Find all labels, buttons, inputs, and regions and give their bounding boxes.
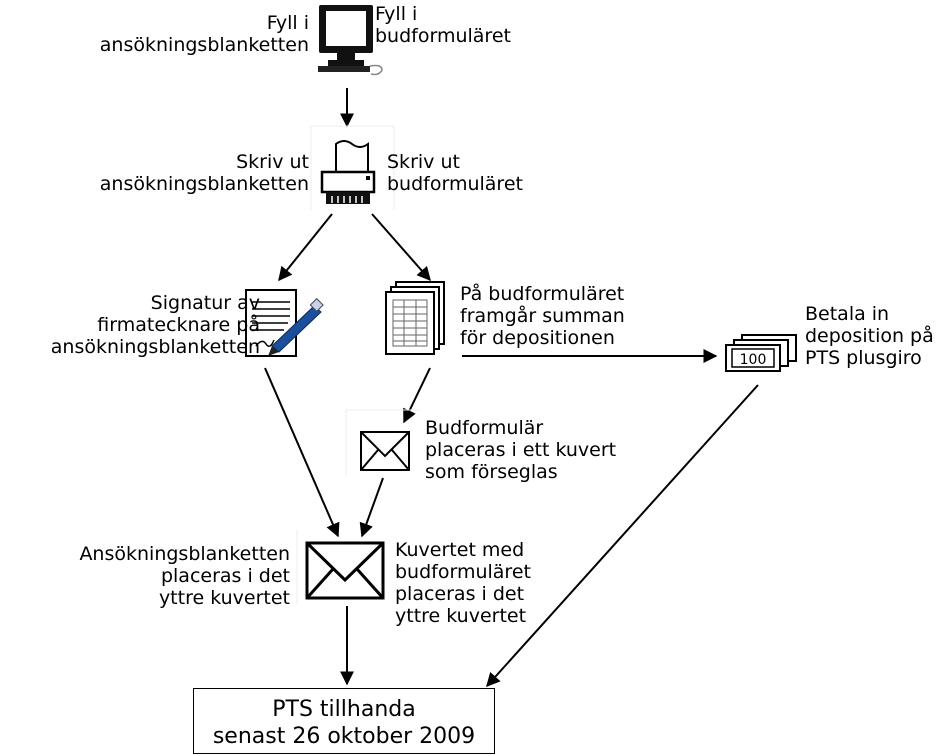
outer-envelope-right-label: Kuvertet med budformuläret placeras i de…: [395, 539, 531, 627]
print-application-label: Skriv ut ansökningsblanketten: [99, 151, 309, 195]
arrow-printer-to-budform: [371, 213, 431, 282]
fill-application-label: Fyll i ansökningsblanketten: [99, 12, 309, 56]
arrow-payment-to-final: [486, 384, 759, 688]
pen-icon: [268, 297, 324, 356]
arrow-envelope-to-outer-envelope: [359, 477, 384, 538]
form-pages-icon: [385, 281, 445, 355]
final-deadline-box: PTS tillhanda senast 26 oktober 2009: [193, 688, 495, 754]
arrow-signature-to-outer-envelope: [264, 367, 340, 538]
banknotes-icon: 100: [725, 334, 797, 372]
signed-document-icon: [245, 289, 324, 357]
final-deadline: senast 26 oktober 2009: [212, 724, 476, 749]
print-bid-form-label: Skriv ut budformuläret: [387, 151, 523, 195]
final-title: PTS tillhanda: [272, 697, 416, 722]
outer-envelope-icon: [305, 541, 385, 600]
fill-bid-form-label: Fyll i budformuläret: [375, 3, 511, 47]
deposit-sum-label: På budformuläret framgår summan för depo…: [460, 283, 625, 349]
banknote-value: 100: [740, 352, 767, 368]
inner-envelope-label: Budformulär placeras i ett kuvert som fö…: [425, 417, 617, 483]
printer-icon: [320, 140, 376, 204]
outer-envelope-left-label: Ansökningsblanketten placeras i det yttr…: [79, 543, 290, 609]
arrow-budform-to-envelope: [403, 367, 431, 424]
computer-icon: [318, 5, 383, 76]
signature-label: Signatur av firmatecknare på ansökningsb…: [50, 292, 260, 358]
small-envelope-icon: [360, 431, 410, 471]
pay-deposit-label: Betala in deposition på PTS plusgiro: [805, 303, 934, 369]
arrow-printer-to-signature: [278, 213, 333, 282]
